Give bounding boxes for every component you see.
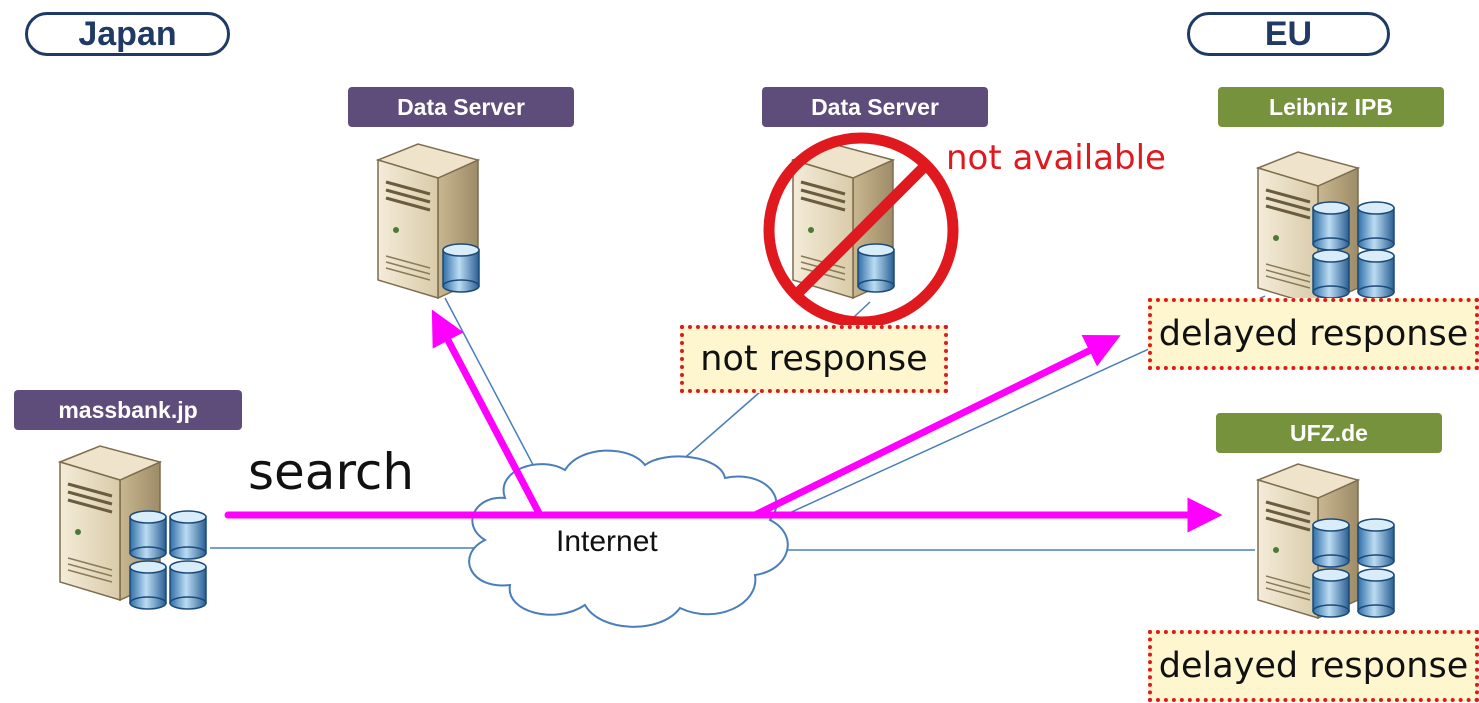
server-a-label: Data Server bbox=[397, 93, 525, 120]
not-available-text: not available bbox=[946, 138, 1166, 178]
server-leibniz bbox=[1256, 150, 1395, 308]
link-cloud-server-a bbox=[444, 297, 541, 479]
leibniz-label: Leibniz IPB bbox=[1269, 93, 1393, 120]
prohibited-icon bbox=[763, 132, 959, 328]
not-response-note: not response bbox=[680, 325, 948, 393]
server-massbank bbox=[58, 444, 207, 610]
search-label: search bbox=[248, 443, 415, 501]
arrow-to-leibniz bbox=[751, 335, 1121, 519]
server-a-tag: Data Server bbox=[348, 87, 574, 127]
ufz-label: UFZ.de bbox=[1290, 419, 1368, 446]
search-arrows bbox=[224, 309, 1223, 533]
arrow-to-server-a bbox=[431, 309, 544, 519]
ufz-tag: UFZ.de bbox=[1216, 413, 1442, 453]
server-data-a bbox=[376, 142, 480, 300]
server-b-label: Data Server bbox=[811, 93, 939, 120]
region-eu-label: EU bbox=[1264, 14, 1313, 53]
region-japan-label: Japan bbox=[78, 14, 177, 53]
link-cloud-note bbox=[679, 391, 761, 463]
server-ufz bbox=[1256, 462, 1395, 620]
massbank-tag: massbank.jp bbox=[14, 390, 242, 430]
massbank-label: massbank.jp bbox=[58, 396, 198, 423]
region-japan-pill: Japan bbox=[25, 12, 230, 56]
leibniz-delayed-note: delayed response bbox=[1148, 298, 1479, 370]
internet-cloud bbox=[468, 449, 789, 628]
leibniz-tag: Leibniz IPB bbox=[1218, 87, 1444, 127]
ufz-delayed-note: delayed response bbox=[1148, 630, 1479, 702]
server-data-b bbox=[791, 142, 895, 300]
server-b-tag: Data Server bbox=[762, 87, 988, 127]
internet-label: Internet bbox=[556, 525, 658, 558]
region-eu-pill: EU bbox=[1187, 12, 1390, 56]
